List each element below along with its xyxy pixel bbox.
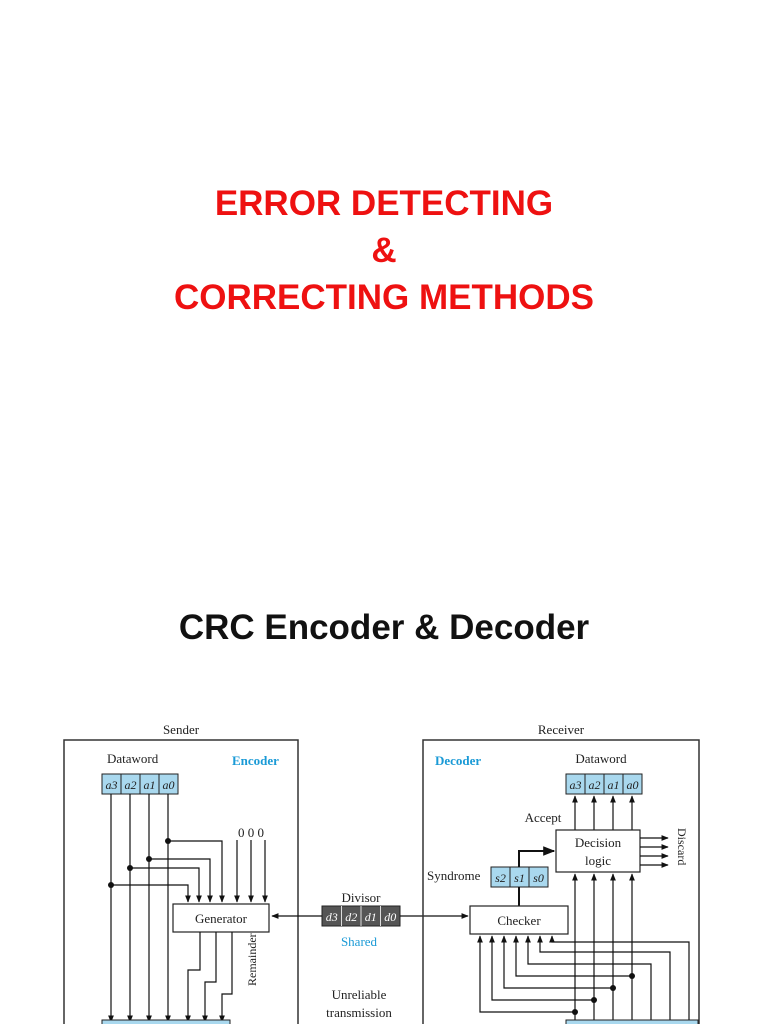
shared-label: Shared bbox=[341, 934, 378, 949]
divisor-cell-d3: d3 bbox=[326, 910, 338, 924]
title-line-3: CORRECTING METHODS bbox=[174, 278, 594, 317]
receiver-cell-a2: a2 bbox=[589, 778, 601, 792]
generator-box bbox=[172, 903, 270, 933]
divisor-cell-d0: d0 bbox=[384, 910, 396, 924]
receiver-cell-a1: a1 bbox=[608, 778, 620, 792]
discard-label: Discard bbox=[675, 828, 689, 865]
sender-cell-a1: a1 bbox=[144, 778, 156, 792]
sender-cell-a2: a2 bbox=[125, 778, 137, 792]
slide-subtitle: CRC Encoder & Decoder bbox=[178, 608, 590, 647]
syndrome-cell-s1: s1 bbox=[514, 871, 525, 885]
syndrome-label: Syndrome bbox=[427, 868, 481, 883]
receiver-cell-a0: a0 bbox=[627, 778, 639, 792]
receiver-dataword-label: Dataword bbox=[575, 751, 627, 766]
syndrome-cells: s2 s1 s0 bbox=[490, 866, 549, 888]
unreliable-line-1: Unreliable bbox=[332, 987, 387, 1002]
crc-diagram: Sender Receiver Dataword Encoder a3 a2 a… bbox=[63, 722, 700, 1024]
decision-logic-box bbox=[555, 829, 641, 873]
receiver-label: Receiver bbox=[538, 722, 585, 737]
slide-title: ERROR DETECTING & CORRECTING METHODS bbox=[0, 180, 768, 321]
divisor-cells: d3 d2 d1 d0 bbox=[321, 905, 401, 927]
sender-data-lines bbox=[108, 794, 171, 1023]
syndrome-lines bbox=[518, 846, 556, 906]
receiver-codeword-lines bbox=[477, 873, 690, 1022]
decision-line-1: Decision bbox=[575, 835, 622, 850]
zeros-label: 0 0 0 bbox=[238, 825, 264, 840]
checker-box bbox=[469, 905, 569, 935]
divisor-cell-d2: d2 bbox=[345, 910, 357, 924]
junction-dots bbox=[108, 838, 171, 888]
receiver-panel bbox=[422, 739, 700, 1024]
remainder-label: Remainder bbox=[245, 933, 259, 986]
accept-arrows bbox=[572, 795, 635, 830]
sender-dataword-label: Dataword bbox=[107, 751, 159, 766]
remainder-lines bbox=[185, 932, 233, 1023]
syndrome-cell-s2: s2 bbox=[495, 871, 506, 885]
sender-cell-a3: a3 bbox=[106, 778, 118, 792]
sender-panel bbox=[63, 739, 299, 1024]
unreliable-line-2: transmission bbox=[326, 1005, 392, 1020]
decoder-label: Decoder bbox=[435, 753, 481, 768]
decision-line-2: logic bbox=[585, 853, 611, 868]
sender-cell-a0: a0 bbox=[163, 778, 175, 792]
title-line-1: ERROR DETECTING bbox=[214, 184, 554, 223]
checker-label: Checker bbox=[497, 913, 541, 928]
generator-input-lines bbox=[111, 840, 268, 903]
receiver-codeword-cells bbox=[565, 1019, 699, 1024]
sender-dataword-cells: a3 a2 a1 a0 bbox=[101, 773, 179, 795]
receiver-junction-dots bbox=[572, 973, 635, 1015]
discard-arrows bbox=[640, 835, 669, 868]
receiver-cell-a3: a3 bbox=[570, 778, 582, 792]
divisor-label: Divisor bbox=[342, 890, 382, 905]
encoder-label: Encoder bbox=[232, 753, 279, 768]
sender-label: Sender bbox=[163, 722, 200, 737]
divisor-cell-d1: d1 bbox=[365, 910, 377, 924]
accept-label: Accept bbox=[525, 810, 562, 825]
title-line-2: & bbox=[371, 231, 397, 270]
receiver-dataword-cells: a3 a2 a1 a0 bbox=[565, 773, 643, 795]
syndrome-cell-s0: s0 bbox=[533, 871, 544, 885]
sender-codeword-cells bbox=[101, 1019, 231, 1024]
generator-label: Generator bbox=[195, 911, 248, 926]
